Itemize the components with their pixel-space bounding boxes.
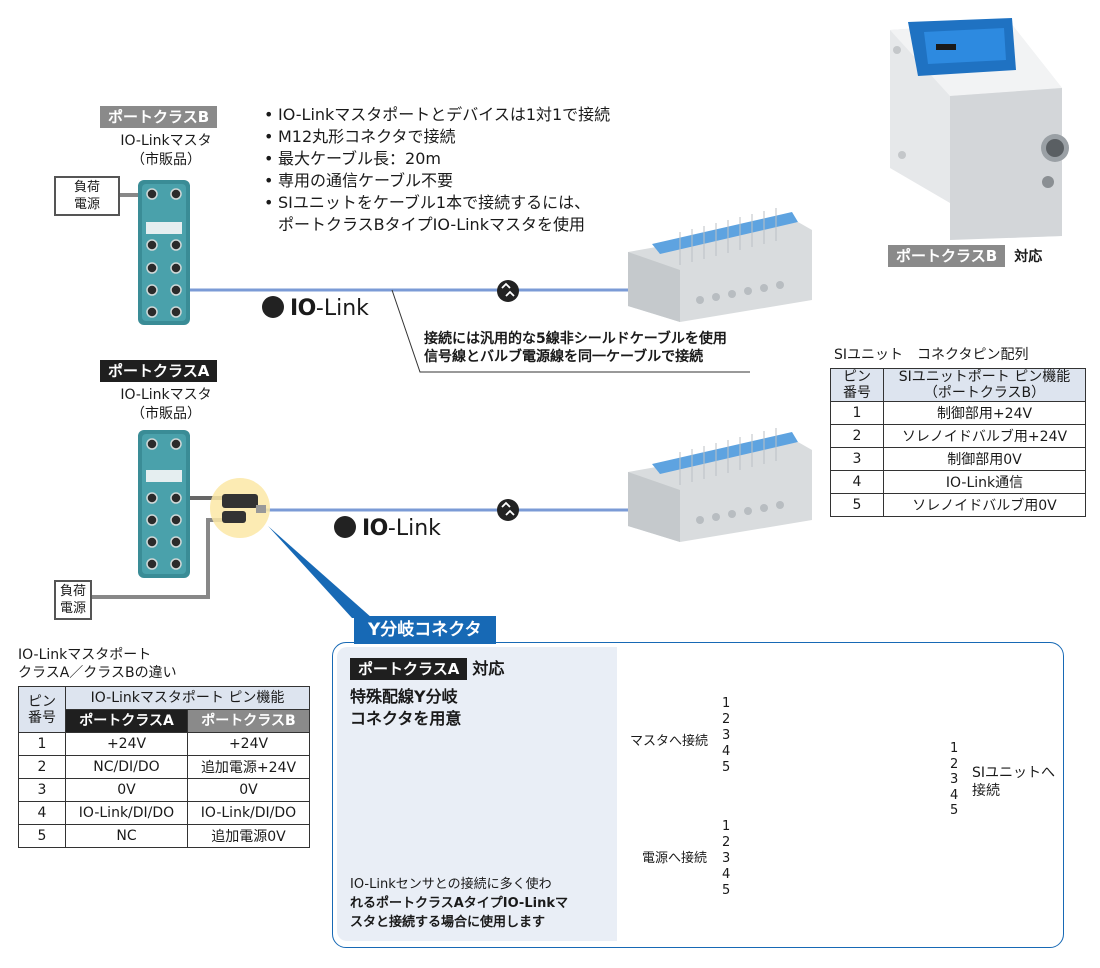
feature-item: •専用の通信ケーブル不要 [264,171,454,190]
pin-label: 4 [722,744,731,759]
cable-note-leader [391,289,750,373]
port-class-table: ピン番号 IO-Linkマスタポート ピン機能 ポートクラスA ポートクラスB … [18,686,310,848]
si-table-title: SIユニット コネクタピン配列 [834,347,1029,363]
y-heading-2: コネクタを用意 [350,709,462,728]
feature-item: •最大ケーブル長：20m [264,149,441,168]
y-heading-1: 特殊配線Y分岐 [350,687,458,706]
pin-label: 3 [950,772,959,787]
bottom-master-name: IO-Linkマスタ [120,387,212,403]
product-support-caption: ポートクラスB 対応 [888,245,1043,267]
class-head-b: ポートクラスB [187,709,310,733]
top-power-line1: 負荷 [73,180,100,195]
y-desc-2: れるポートクラスAタイプIO-Linkマ [350,896,568,911]
top-valve-manifold [628,208,812,322]
class-head-func: IO-Linkマスタポート ピン機能 [65,686,310,710]
to-si-label-1: SIユニットへ [972,765,1056,781]
bottom-power-line1: 負荷 [59,584,86,599]
product-support-suffix: 対応 [1014,249,1043,265]
pin-label: 2 [722,712,731,727]
top-master-module [138,180,190,325]
class-table-title-2: クラスA／クラスBの違い [18,665,177,681]
iolink-icon [262,296,284,318]
top-power-line2: 電源 [73,197,100,212]
pin-label: 5 [722,883,731,898]
feature-list: •IO-Linkマスタポートとデバイスは1対1で接続 •M12丸形コネクタで接続… [264,104,610,236]
iolink-logo-bottom: IO-Link [334,516,441,541]
y-desc-3: スタと接続する場合に使用します [350,915,546,930]
bottom-master-module [138,430,190,578]
y-desc-1: IO-Linkセンサとの接続に多く使わ [350,877,552,892]
pin-label: 2 [722,835,731,850]
pin-label: 5 [950,803,959,818]
si-head-pin: ピン番号 [830,368,884,402]
y-support-suffix: 対応 [472,659,505,678]
bottom-power-box: 負荷 電源 [54,580,92,620]
to-power-label: 電源へ接続 [642,851,708,866]
y-connector-label: Y分岐コネクタ [354,616,496,644]
si-unit-photo [890,18,1069,240]
y-connector-panel-left [337,647,617,941]
pin-label: 4 [950,788,959,803]
pin-label: 1 [950,741,959,756]
pin-label: 2 [950,757,959,772]
top-power-box: 負荷 電源 [54,176,120,216]
table-row: 1+24V+24V [18,732,310,756]
y-callout-pointer [268,526,372,618]
bottom-valve-manifold [628,428,812,542]
connect-marker-top [497,280,519,302]
iolink-logo-top: IO-Link [262,296,369,321]
y-support-caption: ポートクラスA 対応 [350,658,505,680]
feature-item: •M12丸形コネクタで接続 [264,127,456,146]
bottom-master-note: （市販品） [131,406,201,422]
connect-marker-bottom [497,499,519,521]
class-head-a: ポートクラスA [65,709,188,733]
pin-label: 4 [722,867,731,882]
pin-label: 1 [722,819,731,834]
to-si-label-2: 接続 [972,783,1000,799]
y-connector-small [222,494,266,523]
pin-label: 1 [722,696,731,711]
class-head-pin: ピン番号 [18,686,66,733]
pin-label: 3 [722,728,731,743]
feature-item: •SIユニットをケーブル1本で接続するには、 [264,193,591,212]
cable-note-line2: 信号線とバルブ電源線を同一ケーブルで接続 [424,349,704,365]
top-master-name: IO-Linkマスタ [120,133,212,149]
si-head-func: SIユニットポート ピン機能（ポートクラスB） [883,368,1086,402]
product-port-class-b-tag: ポートクラスB [888,245,1006,267]
iolink-icon [334,516,356,538]
feature-item: ポートクラスBタイプIO-Linkマスタを使用 [278,215,585,234]
bottom-power-line2: 電源 [59,601,86,616]
y-port-class-a-tag: ポートクラスA [350,658,468,680]
cable-note-line1: 接続には汎用的な5線非シールドケーブルを使用 [424,331,727,347]
to-master-label: マスタへ接続 [630,734,709,749]
feature-item: •IO-Linkマスタポートとデバイスは1対1で接続 [264,105,611,124]
class-table-title-1: IO-Linkマスタポート [18,647,152,663]
top-port-class-b-tag: ポートクラスB [100,106,218,128]
bottom-port-class-a-tag: ポートクラスA [100,360,218,382]
pin-label: 5 [722,760,731,775]
top-master-note: （市販品） [131,152,201,168]
pin-label: 3 [722,851,731,866]
